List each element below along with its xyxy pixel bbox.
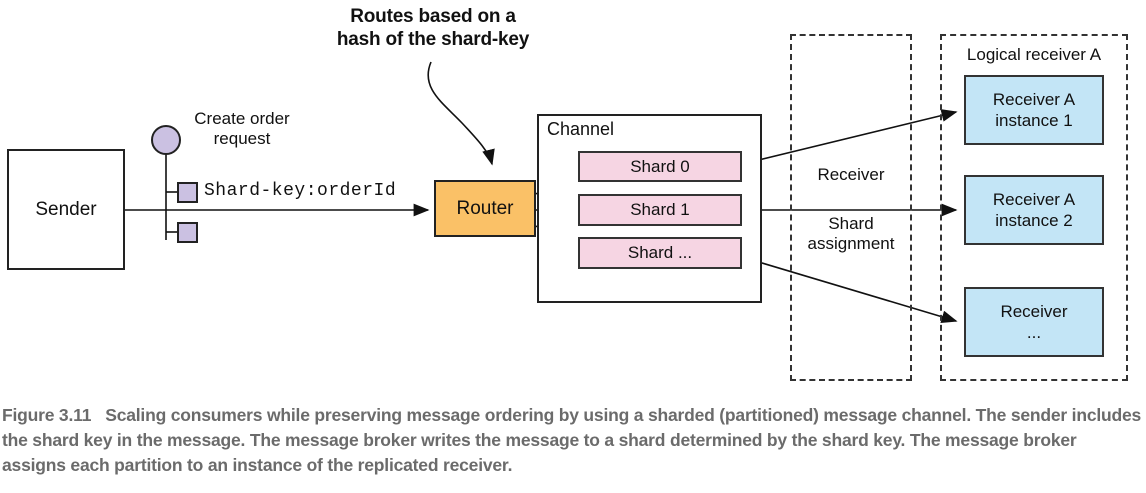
instance-1-line-1: Receiver A xyxy=(992,90,1076,109)
caption-figure-label: Figure 3.11 xyxy=(2,405,92,425)
shard-assignment-line-2: assignment xyxy=(807,234,895,253)
shard-0-label: Shard 0 xyxy=(630,156,690,176)
create-order-line-1: Create order xyxy=(194,109,290,128)
router-label: Router xyxy=(456,198,514,219)
caption-text: Scaling consumers while preserving messa… xyxy=(2,405,1142,475)
sharded-channel-diagram: Routes based on a hash of the shard-key … xyxy=(7,5,1128,381)
shard-1-box: Shard 1 xyxy=(578,194,742,226)
sender-label: Sender xyxy=(35,199,97,220)
annotation-line-2: hash of the shard-key xyxy=(336,29,530,50)
create-order-request-label: Create order request xyxy=(180,109,304,149)
annotation-line-1: Routes based on a xyxy=(350,6,516,27)
shard-assignment-line-1: Shard xyxy=(828,214,874,233)
annotation-label: Routes based on a hash of the shard-key xyxy=(325,5,541,51)
logical-receiver-group xyxy=(940,34,1128,381)
shard-ellipsis-label: Shard ... xyxy=(627,243,693,262)
annotation-arrow xyxy=(427,61,495,166)
receiver-instance-1-box: Receiver A instance 1 xyxy=(964,75,1104,145)
instance-2-line-1: Receiver A xyxy=(992,190,1076,209)
instance-2-line-2: instance 2 xyxy=(995,211,1073,230)
create-order-line-2: request xyxy=(213,129,271,148)
instance-1-line-2: instance 1 xyxy=(995,111,1073,130)
receiver-assignment-group xyxy=(790,34,912,381)
shard-ellipsis-box: Shard ... xyxy=(578,237,742,269)
shard-key-label: Shard-key:orderId xyxy=(204,181,397,201)
shard-0-box: Shard 0 xyxy=(578,151,742,182)
sender-box: Sender xyxy=(7,149,125,270)
message-square-1 xyxy=(177,182,198,203)
shard-assignment-label: Shard assignment xyxy=(790,214,912,254)
receiver-label: Receiver xyxy=(817,165,885,184)
shard-1-label: Shard 1 xyxy=(630,200,690,219)
arrow-shard2-to-instance3 xyxy=(741,256,958,324)
router-box: Router xyxy=(434,180,536,237)
message-square-2 xyxy=(177,222,198,243)
channel-label: Channel xyxy=(547,119,615,139)
message-event-circle xyxy=(151,125,181,155)
instance-3-line-2: ... xyxy=(1026,323,1042,342)
arrow-shard0-to-instance1 xyxy=(741,109,958,165)
instance-3-line-1: Receiver xyxy=(1000,302,1068,321)
logical-receiver-label: Logical receiver A xyxy=(966,45,1102,64)
receiver-instance-2-box: Receiver A instance 2 xyxy=(964,175,1104,245)
receiver-ellipsis-box: Receiver ... xyxy=(964,287,1104,357)
